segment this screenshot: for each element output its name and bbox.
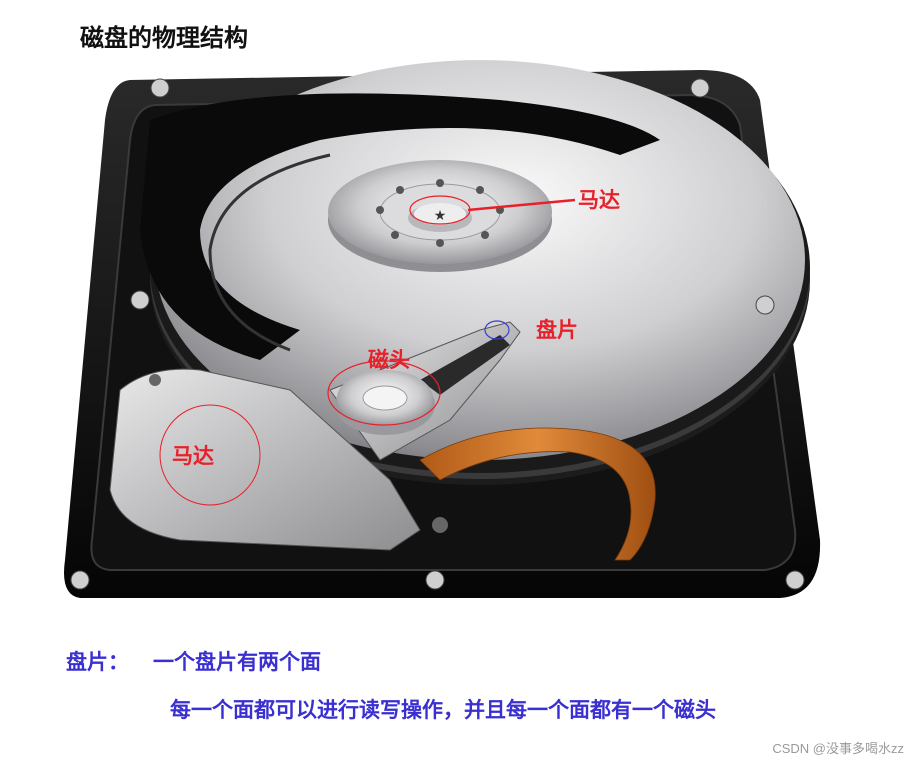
description-line-2: 每一个面都可以进行读写操作，并且每一个面都有一个磁头: [170, 698, 716, 722]
label-motor-top: 马达: [578, 188, 620, 212]
label-head: 磁头: [368, 348, 410, 372]
description-heading: 盘片：: [66, 650, 129, 674]
hard-disk-figure: ★: [60, 60, 822, 600]
vcm-plate: [109, 368, 421, 551]
motor-arrow: [467, 198, 576, 212]
description-line-1: 盘片： 一个盘片有两个面: [66, 646, 321, 676]
watermark: CSDN @没事多喝水zz: [772, 741, 904, 756]
label-platter: 盘片: [536, 318, 578, 342]
label-motor-left: 马达: [172, 444, 214, 468]
page-title: 磁盘的物理结构: [80, 24, 248, 52]
svg-text:★: ★: [434, 208, 447, 224]
description-text-1: 一个盘片有两个面: [153, 650, 321, 674]
flex-cable: [419, 427, 656, 561]
